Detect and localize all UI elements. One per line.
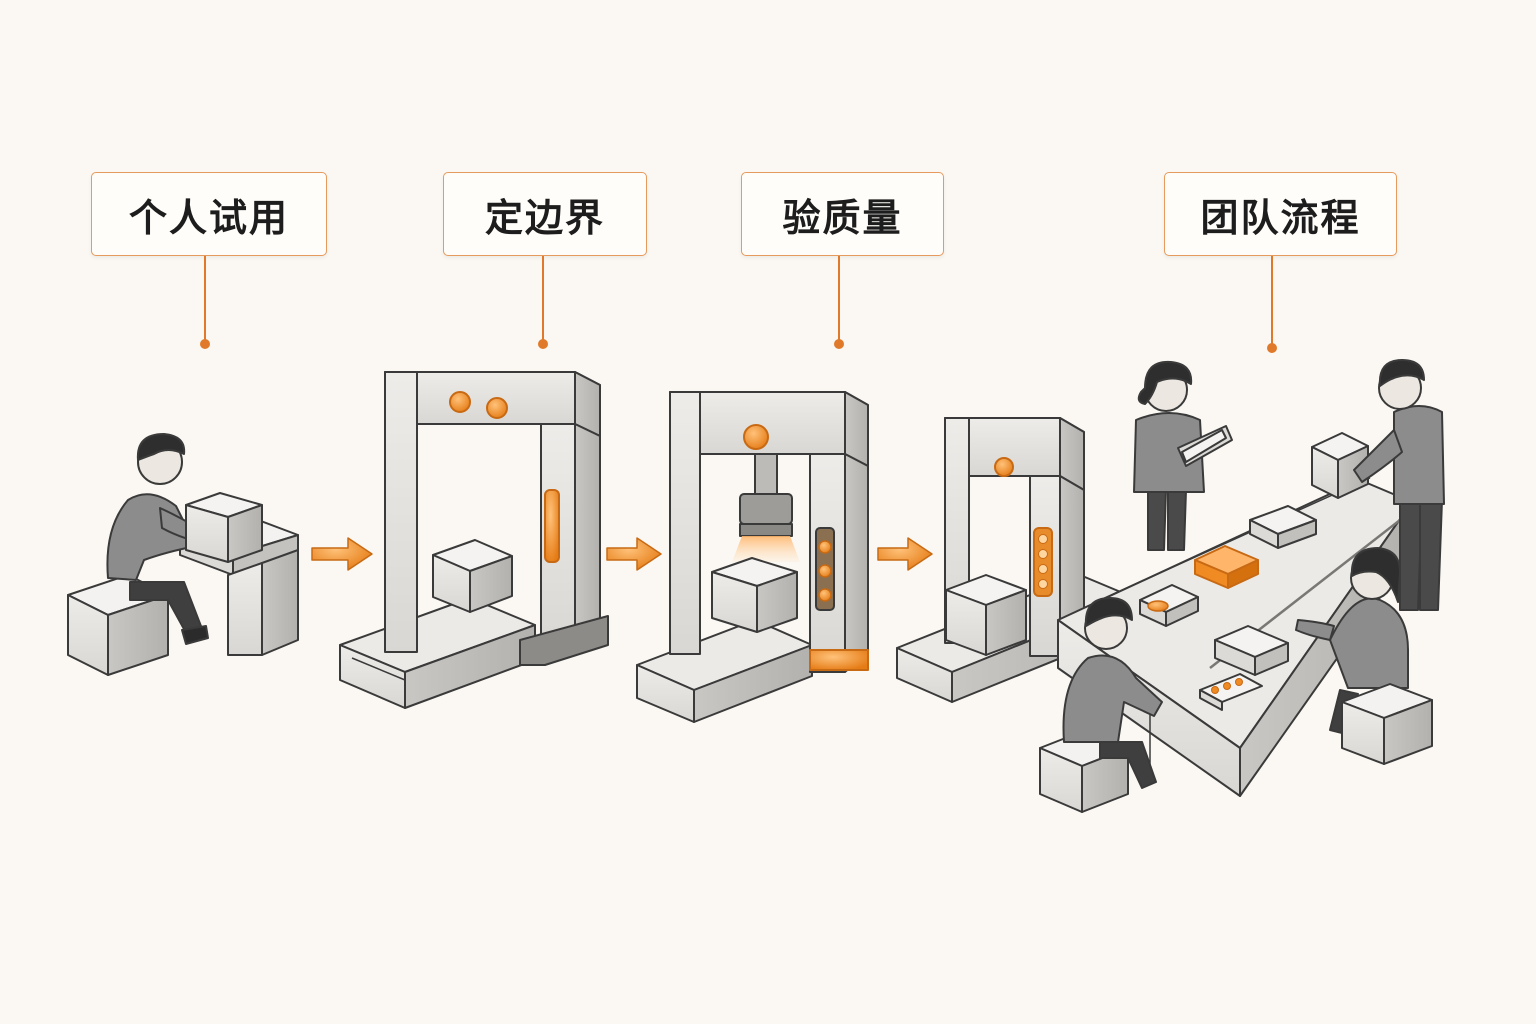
stage-label-team-process: 团队流程	[1164, 172, 1397, 256]
conveyor-icon	[636, 619, 813, 723]
arrow-right-icon	[877, 537, 933, 571]
box-icon	[185, 492, 263, 563]
stage-1-individual	[67, 433, 299, 676]
box-icon	[945, 574, 1027, 656]
box-icon	[1139, 584, 1199, 627]
stage-4-team-table	[1039, 359, 1445, 813]
arrow-right-icon	[311, 537, 373, 571]
stage-label-define-boundaries: 定边界	[443, 172, 647, 256]
connector-3	[834, 256, 844, 349]
panel-icon	[1199, 673, 1263, 711]
conveyor-icon	[339, 597, 536, 709]
box-icon	[1311, 432, 1369, 499]
press-icon	[669, 391, 869, 673]
person-icon	[1062, 597, 1163, 789]
stool-icon	[67, 574, 169, 676]
arrow-right-icon	[606, 537, 662, 571]
box-icon	[432, 539, 513, 613]
connector-4	[1267, 256, 1277, 353]
box-icon	[1249, 505, 1317, 549]
stage-2-gate	[339, 371, 609, 709]
label-connectors	[200, 256, 1277, 353]
connector-2	[538, 256, 548, 349]
box-icon	[711, 557, 798, 633]
person-icon	[1353, 359, 1445, 611]
box-icon	[1214, 625, 1289, 676]
box-icon	[1194, 545, 1259, 589]
stage-3-press	[636, 391, 869, 723]
tablet-icon	[1181, 429, 1227, 463]
gate-icon	[384, 371, 609, 666]
connector-1	[200, 256, 210, 349]
stool-icon	[1341, 683, 1433, 765]
stage-label-personal-trial: 个人试用	[91, 172, 327, 256]
stage-label-verify-quality: 验质量	[741, 172, 944, 256]
